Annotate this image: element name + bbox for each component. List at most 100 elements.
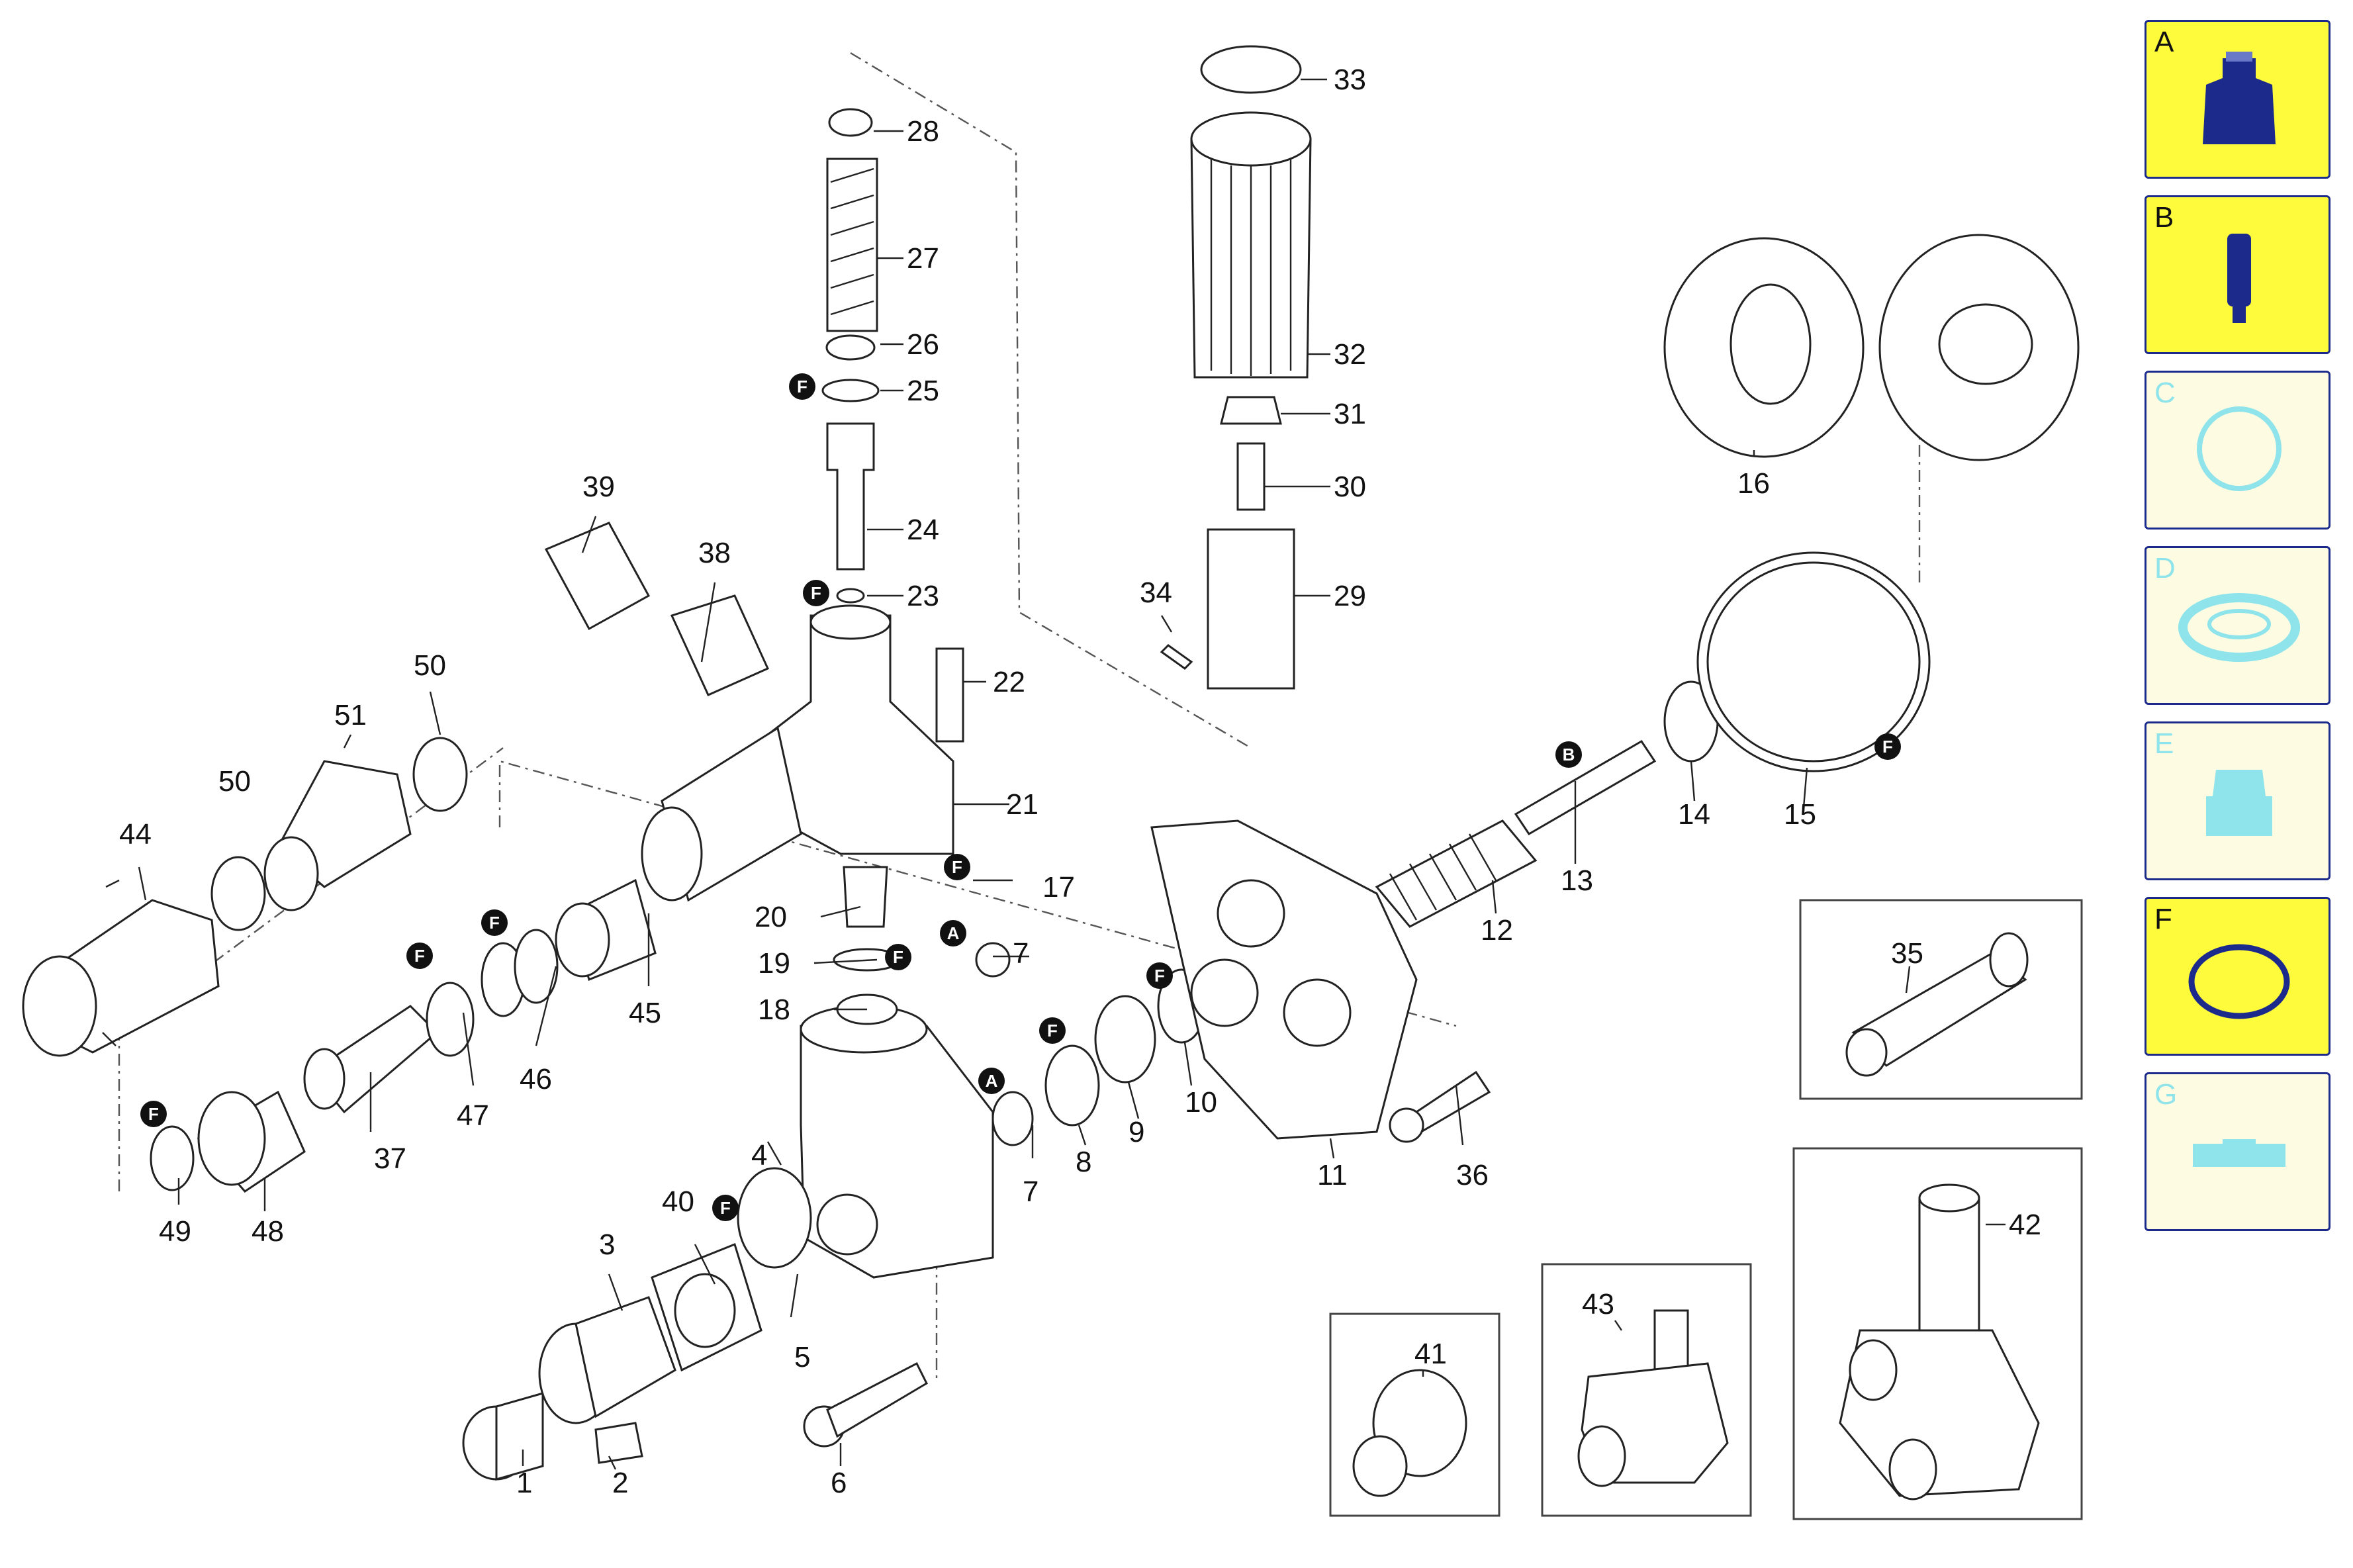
inset-42 bbox=[1792, 1147, 2083, 1520]
kit-g-letter: G bbox=[2154, 1078, 2178, 1111]
part-label-27: 27 bbox=[907, 242, 939, 275]
kit-e-letter: E bbox=[2154, 727, 2174, 760]
part-label-13: 13 bbox=[1561, 864, 1593, 897]
svg-text:F: F bbox=[952, 857, 962, 877]
badge-f-17: F bbox=[944, 854, 970, 880]
badge-a-7b: A bbox=[978, 1068, 1005, 1094]
svg-text:A: A bbox=[947, 923, 960, 943]
part-label-10: 10 bbox=[1185, 1086, 1217, 1119]
part-label-36: 36 bbox=[1456, 1159, 1489, 1191]
part-label-34: 34 bbox=[1140, 576, 1172, 609]
badge-f-49: F bbox=[140, 1101, 167, 1127]
svg-text:F: F bbox=[893, 947, 903, 967]
badge-f-19: F bbox=[885, 944, 911, 970]
part-label-32: 32 bbox=[1334, 338, 1366, 371]
part-label-22: 22 bbox=[993, 666, 1025, 698]
kit-a-button[interactable]: A bbox=[2145, 20, 2330, 179]
part-label-1: 1 bbox=[516, 1467, 532, 1499]
plate-kit-icon bbox=[2193, 1139, 2285, 1167]
part-label-51: 51 bbox=[334, 699, 367, 731]
valve-stack bbox=[821, 108, 880, 604]
valve-body bbox=[544, 522, 964, 902]
part-label-6: 6 bbox=[831, 1467, 847, 1499]
part-label-31: 31 bbox=[1334, 398, 1366, 430]
gasket-kit-icon bbox=[2197, 406, 2282, 491]
part-label-26: 26 bbox=[907, 328, 939, 361]
part-label-14: 14 bbox=[1678, 798, 1710, 831]
svg-text:F: F bbox=[797, 377, 807, 396]
kit-f-letter: F bbox=[2154, 903, 2172, 935]
part-label-11: 11 bbox=[1317, 1159, 1348, 1191]
leader-lines bbox=[102, 78, 2006, 1470]
badge-f-25: F bbox=[789, 373, 815, 400]
badge-f-10: F bbox=[1146, 962, 1173, 989]
part-label-19: 19 bbox=[758, 947, 790, 980]
part-label-40: 40 bbox=[662, 1185, 694, 1218]
badge-f-5: F bbox=[712, 1195, 739, 1221]
part-label-28: 28 bbox=[907, 115, 939, 148]
svg-text:F: F bbox=[1154, 966, 1165, 986]
part-label-37: 37 bbox=[374, 1142, 406, 1175]
badge-f-23: F bbox=[803, 580, 829, 606]
part-label-39: 39 bbox=[582, 471, 615, 503]
part-label-24: 24 bbox=[907, 514, 939, 546]
kit-g-button[interactable]: G bbox=[2145, 1072, 2330, 1231]
inset-41 bbox=[1329, 1313, 1500, 1517]
nozzle-kit-icon bbox=[2203, 52, 2276, 144]
part-label-50a: 50 bbox=[218, 765, 251, 798]
part-label-17: 17 bbox=[1042, 871, 1075, 903]
svg-text:F: F bbox=[720, 1198, 731, 1218]
badge-f-46: F bbox=[481, 909, 508, 936]
svg-text:F: F bbox=[414, 946, 425, 966]
part-label-7a: 7 bbox=[1013, 937, 1029, 970]
part-label-48: 48 bbox=[252, 1215, 284, 1248]
part-label-29: 29 bbox=[1334, 580, 1366, 612]
part-label-50b: 50 bbox=[414, 649, 446, 682]
kit-e-button[interactable]: E bbox=[2145, 721, 2330, 880]
kit-a-letter: A bbox=[2154, 26, 2174, 58]
inset-35 bbox=[1799, 899, 2083, 1100]
part-label-35: 35 bbox=[1891, 937, 1923, 970]
part-label-21: 21 bbox=[1006, 788, 1038, 821]
part-label-18: 18 bbox=[758, 993, 790, 1026]
part-label-12: 12 bbox=[1481, 914, 1513, 946]
part-label-3: 3 bbox=[599, 1228, 615, 1261]
valve-kit-icon bbox=[2206, 770, 2272, 836]
seal-kit-icon bbox=[2178, 593, 2300, 662]
inset-43 bbox=[1541, 1263, 1752, 1517]
filter-housing bbox=[1160, 45, 1312, 690]
kit-c-letter: C bbox=[2154, 377, 2176, 409]
svg-text:A: A bbox=[986, 1071, 998, 1091]
kit-d-letter: D bbox=[2154, 552, 2176, 584]
part-label-49: 49 bbox=[159, 1215, 191, 1248]
part-label-30: 30 bbox=[1334, 471, 1366, 503]
badge-f-8: F bbox=[1039, 1017, 1066, 1044]
svg-text:F: F bbox=[1047, 1021, 1058, 1040]
badge-a-7: A bbox=[940, 920, 966, 946]
part-label-44: 44 bbox=[119, 818, 152, 851]
part-label-25: 25 bbox=[907, 375, 939, 407]
part-label-2: 2 bbox=[612, 1467, 628, 1499]
kit-badges: F F F A F F F A F F F F B F bbox=[140, 373, 1901, 1221]
svg-text:B: B bbox=[1563, 745, 1575, 764]
part-label-45: 45 bbox=[629, 997, 661, 1029]
svg-text:F: F bbox=[148, 1104, 159, 1124]
kit-c-button[interactable]: C bbox=[2145, 371, 2330, 530]
part-labels: 1 2 3 4 5 6 7 7 8 9 10 11 12 13 14 15 16… bbox=[119, 64, 2041, 1499]
svg-text:F: F bbox=[489, 913, 500, 933]
part-label-46: 46 bbox=[520, 1063, 552, 1095]
part-label-41: 41 bbox=[1414, 1338, 1447, 1370]
crank-disk bbox=[1663, 234, 2080, 461]
part-label-7b: 7 bbox=[1023, 1176, 1038, 1208]
part-label-15: 15 bbox=[1784, 798, 1816, 831]
kit-b-button[interactable]: B bbox=[2145, 195, 2330, 354]
kit-f-button[interactable]: F bbox=[2145, 897, 2330, 1056]
kit-d-button[interactable]: D bbox=[2145, 546, 2330, 705]
part-label-20: 20 bbox=[755, 901, 787, 933]
inlet-fittings bbox=[462, 1243, 928, 1481]
part-label-8: 8 bbox=[1076, 1146, 1091, 1178]
svg-text:F: F bbox=[1882, 737, 1893, 757]
part-label-42: 42 bbox=[2009, 1209, 2041, 1241]
badge-f-15: F bbox=[1874, 733, 1901, 760]
